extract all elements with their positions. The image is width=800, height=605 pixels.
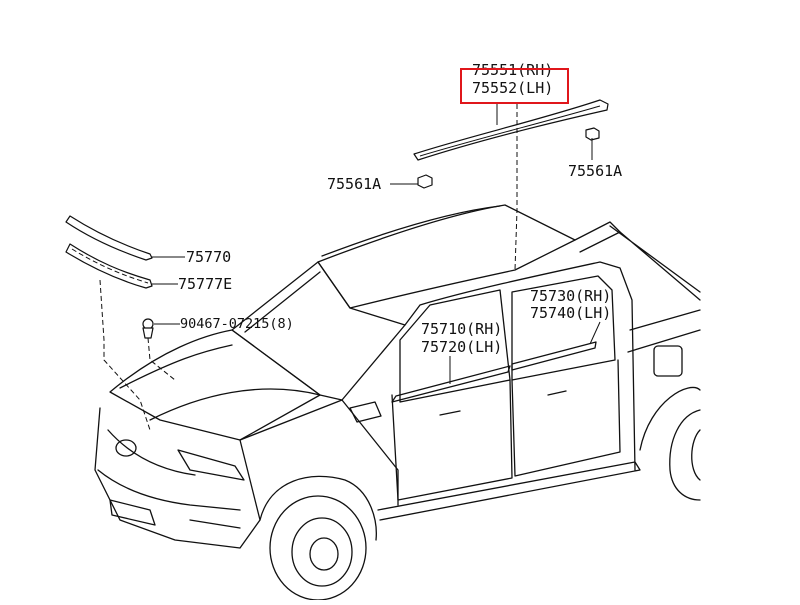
label-clip-right: 75561A xyxy=(568,162,622,180)
label-rear-door-rh: 75730(RH) xyxy=(530,287,611,305)
label-front-door-lh: 75720(LH) xyxy=(421,338,502,356)
label-hood-molding: 75770 xyxy=(186,248,231,266)
hood-clip-part[interactable] xyxy=(142,318,154,339)
roof-molding-part[interactable] xyxy=(413,99,609,161)
hood-dash-line xyxy=(99,279,151,431)
highlight-box xyxy=(460,68,569,104)
label-rear-door-lh: 75740(LH) xyxy=(530,304,611,322)
hood-seal-part[interactable] xyxy=(65,243,153,289)
roof-clip-right-part[interactable] xyxy=(585,127,600,141)
hood-molding-part[interactable] xyxy=(65,215,153,261)
label-hood-seal: 75777E xyxy=(178,275,232,293)
roof-clip-left-part[interactable] xyxy=(417,174,433,189)
label-roof-molding-lh: 75552(LH) xyxy=(472,79,553,97)
label-clip-left: 75561A xyxy=(327,175,381,193)
roof-dash-line xyxy=(514,104,518,271)
label-hood-clip: 90467-07215(8) xyxy=(180,316,294,332)
label-front-door-rh: 75710(RH) xyxy=(421,320,502,338)
rear-door-leader xyxy=(589,321,601,345)
hood-clip-dash-line xyxy=(147,337,176,381)
